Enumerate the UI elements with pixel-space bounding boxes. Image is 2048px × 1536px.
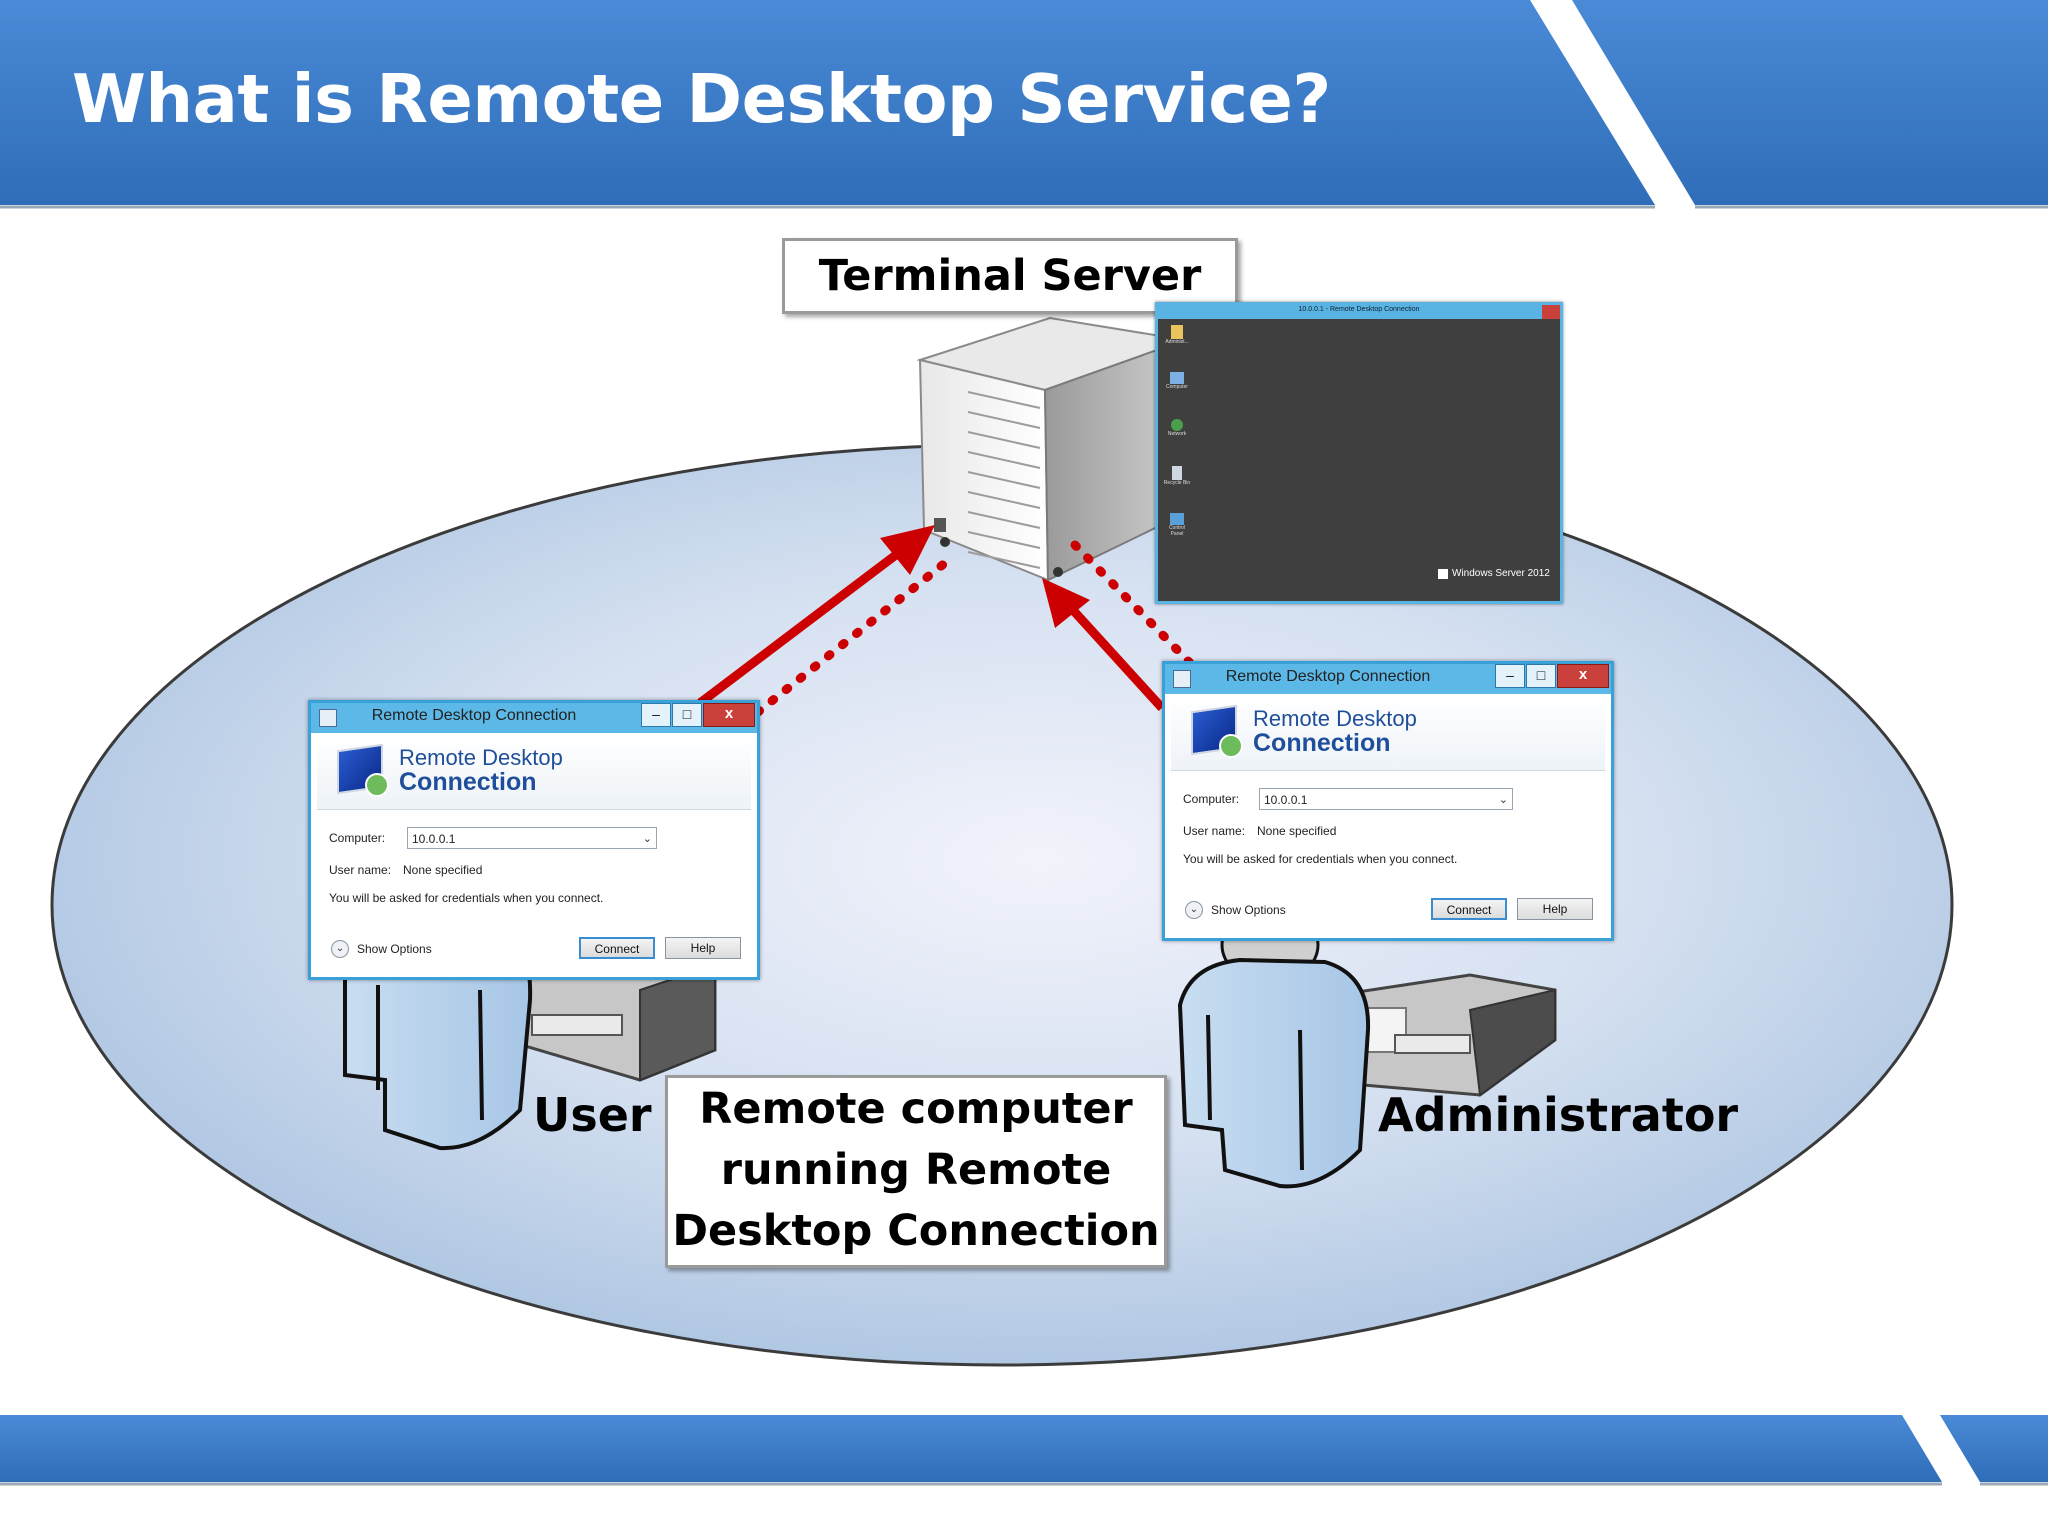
rdc-window-title: Remote Desktop Connection xyxy=(1225,668,1431,685)
rdc-connect-badge-icon xyxy=(365,773,389,797)
desktop-icon-label: Recycle Bin xyxy=(1163,480,1191,486)
server-screen-close-icon[interactable] xyxy=(1542,305,1560,319)
remote-computer-label-line: running Remote xyxy=(720,1145,1112,1195)
close-button[interactable]: x xyxy=(703,703,755,727)
windows-server-version: Windows Server 2012 xyxy=(1452,568,1550,579)
footer-band xyxy=(0,1415,2048,1486)
connect-button[interactable]: Connect xyxy=(1431,898,1507,920)
rdc-brand-line2: Connection xyxy=(399,768,537,796)
server-tower-icon xyxy=(916,316,1187,582)
connect-button[interactable]: Connect xyxy=(579,937,655,959)
minimize-button[interactable]: – xyxy=(641,703,671,727)
rdc-app-icon xyxy=(1173,670,1191,688)
rdc-banner: Remote Desktop Connection xyxy=(317,735,751,810)
desktop-icon-network[interactable]: Network xyxy=(1162,419,1192,464)
credentials-info: You will be asked for credentials when y… xyxy=(1183,852,1458,866)
credentials-info: You will be asked for credentials when y… xyxy=(329,891,604,905)
chevron-down-icon: ⌄ xyxy=(1498,794,1508,806)
help-button[interactable]: Help xyxy=(1517,898,1593,920)
computer-combobox[interactable]: 10.0.0.1 ⌄ xyxy=(1259,788,1513,810)
network-icon xyxy=(1171,419,1183,431)
desktop-icon-recycle-bin[interactable]: Recycle Bin xyxy=(1162,466,1192,511)
computer-value: 10.0.0.1 xyxy=(412,832,456,846)
username-label: User name: xyxy=(1183,824,1246,838)
desktop-icon-label: Network xyxy=(1167,431,1187,437)
username-label: User name: xyxy=(329,863,392,877)
desktop-icon-label: Control Panel xyxy=(1168,525,1186,537)
remote-computer-label-line: Desktop Connection xyxy=(672,1206,1160,1256)
computer-label: Computer: xyxy=(329,831,386,845)
folder-icon xyxy=(1171,325,1183,339)
close-button[interactable]: x xyxy=(1557,664,1609,688)
recycle-bin-icon xyxy=(1172,466,1182,480)
remote-computer-label-line: Remote computer xyxy=(699,1084,1133,1134)
chevron-down-icon: ⌄ xyxy=(642,833,652,845)
remote-computer-label: Remote computer running Remote Desktop C… xyxy=(665,1075,1167,1268)
computer-value: 10.0.0.1 xyxy=(1264,793,1308,807)
user-rdc-dialog: Remote Desktop Connection – □ x Remote D… xyxy=(308,700,760,980)
server-desktop-icon-column: Administ... Computer Network Recycle Bin… xyxy=(1162,323,1192,558)
desktop-icon-administrator[interactable]: Administ... xyxy=(1162,325,1192,370)
rdc-brand-line2: Connection xyxy=(1253,729,1391,757)
rdc-titlebar: Remote Desktop Connection – □ x xyxy=(311,703,757,733)
header-band xyxy=(0,0,2048,209)
username-value: None specified xyxy=(1257,824,1337,838)
terminal-server-label: Terminal Server xyxy=(782,238,1238,314)
server-screen-titlebar: 10.0.0.1 - Remote Desktop Connection xyxy=(1158,305,1560,319)
rdc-brand-line1: Remote Desktop xyxy=(1253,706,1417,731)
computer-icon xyxy=(1170,372,1184,384)
rdc-titlebar: Remote Desktop Connection – □ x xyxy=(1165,664,1611,694)
rdc-banner: Remote Desktop Connection xyxy=(1171,696,1605,771)
maximize-button[interactable]: □ xyxy=(1526,664,1556,688)
slide-title: What is Remote Desktop Service? xyxy=(72,60,1331,138)
server-to-user-dotted-line xyxy=(753,550,960,717)
server-to-administrator-dotted-line xyxy=(1070,540,1197,670)
show-options-link[interactable]: Show Options xyxy=(357,942,432,956)
username-value: None specified xyxy=(403,863,483,877)
server-screen-title: 10.0.0.1 - Remote Desktop Connection xyxy=(1298,306,1420,313)
show-options-icon[interactable]: ⌄ xyxy=(1185,901,1203,919)
administrator-rdc-dialog: Remote Desktop Connection – □ x Remote D… xyxy=(1162,661,1614,941)
user-to-server-arrow xyxy=(697,544,908,707)
control-panel-icon xyxy=(1170,513,1184,525)
connection-arrows xyxy=(697,525,1197,717)
computer-label: Computer: xyxy=(1183,792,1240,806)
rdc-app-icon xyxy=(319,709,337,727)
rdc-connect-badge-icon xyxy=(1219,734,1243,758)
desktop-icon-computer[interactable]: Computer xyxy=(1162,372,1192,417)
rdc-brand-line1: Remote Desktop xyxy=(399,745,563,770)
help-button[interactable]: Help xyxy=(665,937,741,959)
rdc-window-title: Remote Desktop Connection xyxy=(371,707,577,724)
windows-logo-icon xyxy=(1438,569,1448,579)
user-label: User xyxy=(533,1088,652,1142)
desktop-icon-label: Computer xyxy=(1166,384,1188,390)
desktop-icon-label: Administ... xyxy=(1165,339,1189,345)
administrator-to-server-arrow xyxy=(1058,594,1166,712)
terminal-server-text: Terminal Server xyxy=(818,251,1202,301)
server-remote-desktop-screen: 10.0.0.1 - Remote Desktop Connection Adm… xyxy=(1155,302,1563,604)
computer-combobox[interactable]: 10.0.0.1 ⌄ xyxy=(407,827,657,849)
minimize-button[interactable]: – xyxy=(1495,664,1525,688)
maximize-button[interactable]: □ xyxy=(672,703,702,727)
administrator-label: Administrator xyxy=(1378,1088,1739,1142)
show-options-icon[interactable]: ⌄ xyxy=(331,940,349,958)
desktop-icon-control-panel[interactable]: Control Panel xyxy=(1162,513,1192,558)
show-options-link[interactable]: Show Options xyxy=(1211,903,1286,917)
